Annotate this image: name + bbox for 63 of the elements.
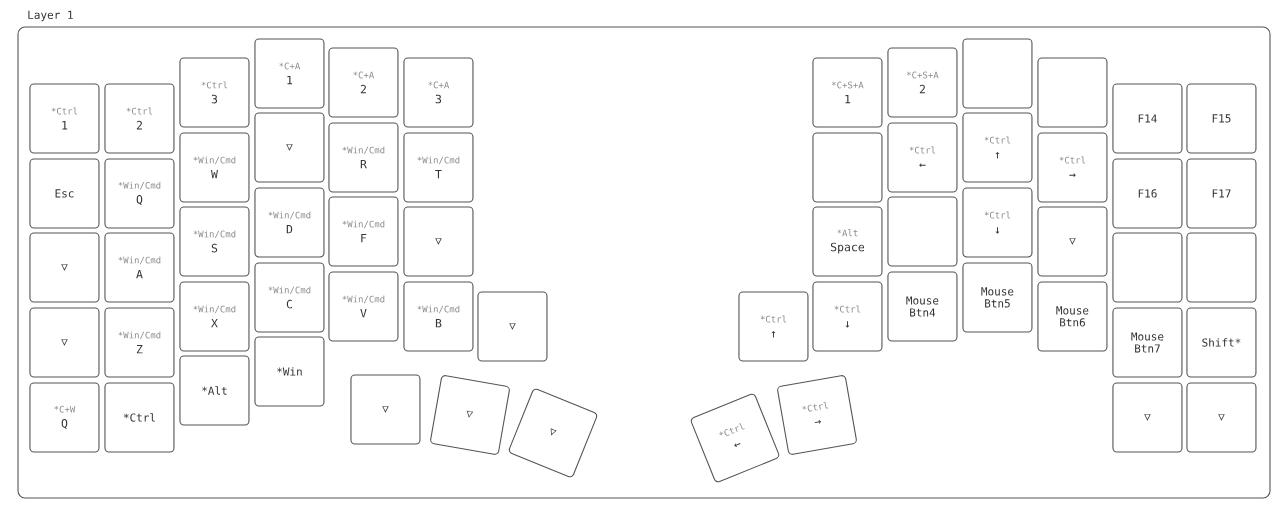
key: *Win/Cmd R	[328, 122, 399, 193]
key: *Win/Cmd A	[104, 232, 175, 303]
key: *Win/Cmd B	[403, 281, 474, 352]
key: ▽	[430, 375, 510, 455]
blank-key	[812, 132, 883, 203]
key: ▽	[403, 206, 474, 277]
key: ▽	[1112, 382, 1183, 453]
key: ▽	[350, 374, 421, 445]
blank-key	[962, 38, 1033, 109]
key: *Ctrl ←	[690, 393, 780, 483]
key: *Ctrl 1	[29, 83, 100, 154]
key: Mouse Btn4	[887, 271, 958, 342]
key: *Ctrl	[104, 382, 175, 453]
key: F17	[1186, 158, 1257, 229]
key: *Ctrl 3	[179, 57, 250, 128]
key: Mouse Btn5	[962, 262, 1033, 333]
key: F14	[1112, 83, 1183, 154]
key: *Win/Cmd Z	[104, 307, 175, 378]
key: Mouse Btn7	[1112, 307, 1183, 378]
blank-key	[1186, 232, 1257, 303]
key: *C+W Q	[29, 382, 100, 453]
key: ▽	[29, 232, 100, 303]
key: F16	[1112, 158, 1183, 229]
key: ▽	[508, 388, 598, 478]
key: *Win/Cmd W	[179, 132, 250, 203]
key: *Win/Cmd D	[254, 187, 325, 258]
key: *Alt	[179, 355, 250, 426]
key: F15	[1186, 83, 1257, 154]
key: Esc	[29, 158, 100, 229]
key: Shift*	[1186, 307, 1257, 378]
key: *C+S+A 1	[812, 57, 883, 128]
key: *Win/Cmd F	[328, 196, 399, 267]
key: *Ctrl ↓	[962, 187, 1033, 258]
key: *Win/Cmd V	[328, 271, 399, 342]
key: *Ctrl ↑	[962, 112, 1033, 183]
key: *Ctrl ←	[887, 122, 958, 193]
key: *Win/Cmd S	[179, 206, 250, 277]
key: *Ctrl ↓	[812, 281, 883, 352]
key: ▽	[254, 112, 325, 183]
blank-key	[1037, 57, 1108, 128]
key: *Ctrl →	[777, 375, 857, 455]
blank-key	[1112, 232, 1183, 303]
key: *Win/Cmd Q	[104, 158, 175, 229]
key: ▽	[29, 307, 100, 378]
key: ▽	[477, 291, 548, 362]
key: ▽	[1037, 206, 1108, 277]
key: Mouse Btn6	[1037, 281, 1108, 352]
key: *C+S+A 2	[887, 47, 958, 118]
key: *C+A 2	[328, 47, 399, 118]
key: *Win/Cmd X	[179, 281, 250, 352]
key: *C+A 3	[403, 57, 474, 128]
key: *Win/Cmd T	[403, 132, 474, 203]
key: *Alt Space	[812, 206, 883, 277]
key: *Ctrl ↑	[738, 291, 809, 362]
key: ▽	[1186, 382, 1257, 453]
key: *Ctrl →	[1037, 132, 1108, 203]
key: *Win	[254, 336, 325, 407]
keyboard-frame	[17, 26, 1271, 499]
key: *Ctrl 2	[104, 83, 175, 154]
key: *Win/Cmd C	[254, 262, 325, 333]
layer-heading: Layer 1	[28, 10, 73, 22]
key: *C+A 1	[254, 38, 325, 109]
blank-key	[887, 196, 958, 267]
